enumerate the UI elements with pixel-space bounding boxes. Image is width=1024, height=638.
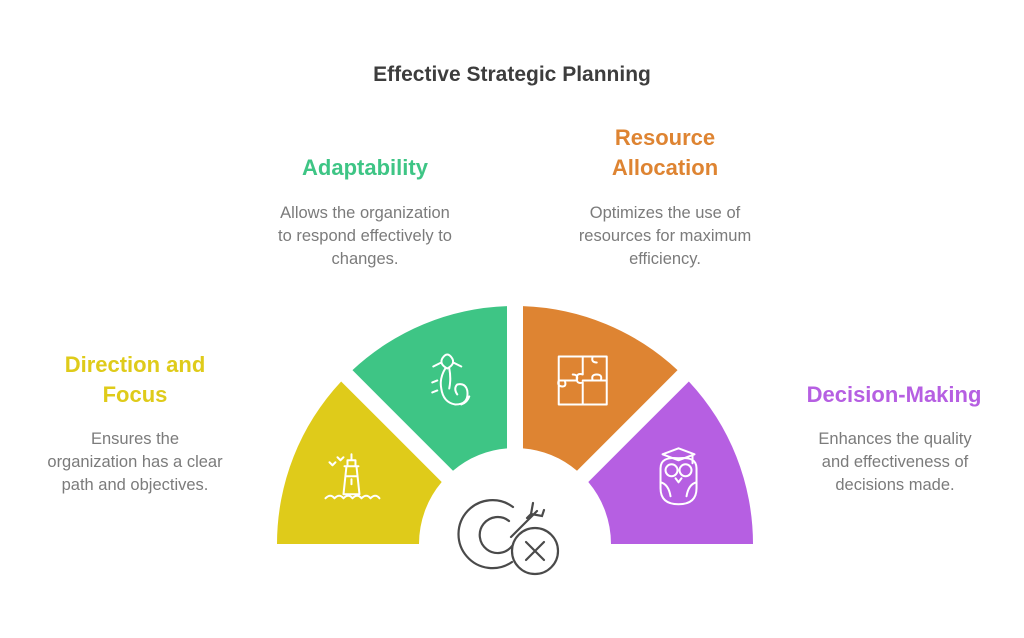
heading-line: Adaptability [302, 155, 428, 180]
description-line: efficiency. [629, 250, 701, 268]
owl-icon [659, 447, 698, 506]
heading-line: Focus [102, 382, 168, 407]
description-decision-making: Enhances the quality and effectiveness o… [780, 428, 1010, 497]
description-direction-focus: Ensures the organization has a clear pat… [20, 428, 250, 497]
segment-2 [522, 306, 678, 471]
heading-adaptability: Adaptability [250, 153, 480, 183]
description-adaptability: Allows the organization to respond effec… [250, 202, 480, 271]
puzzle-icon [557, 355, 608, 406]
description-line: changes. [331, 250, 399, 268]
description-line: Ensures the [90, 430, 180, 448]
segment-0 [277, 381, 442, 544]
salamander-icon [431, 353, 471, 406]
description-line: Enhances the quality [818, 430, 972, 448]
description-line: to respond effectively to [278, 227, 452, 245]
description-line: Optimizes the use of [589, 204, 741, 222]
heading-line: Resource [614, 125, 716, 150]
heading-resource-allocation: Resource Allocation [550, 123, 780, 183]
segment-1 [352, 306, 508, 471]
description-line: path and objectives. [61, 476, 209, 494]
description-line: decisions made. [835, 476, 955, 494]
description-line: organization has a clear [47, 453, 223, 471]
heading-line: Allocation [611, 155, 719, 180]
segment-3 [588, 381, 753, 544]
heading-line: Direction and [64, 352, 206, 377]
description-line: Allows the organization [280, 204, 450, 222]
diagram-title: Effective Strategic Planning [373, 63, 651, 86]
description-line: and effectiveness of [821, 453, 969, 471]
heading-line: Decision-Making [806, 382, 982, 407]
target-missed-icon [457, 499, 560, 576]
lighthouse-icon [324, 453, 381, 500]
description-line: resources for maximum [578, 227, 752, 245]
heading-direction-focus: Direction and Focus [40, 350, 230, 410]
description-resource-allocation: Optimizes the use of resources for maxim… [550, 202, 780, 271]
heading-decision-making: Decision-Making [784, 380, 1004, 410]
